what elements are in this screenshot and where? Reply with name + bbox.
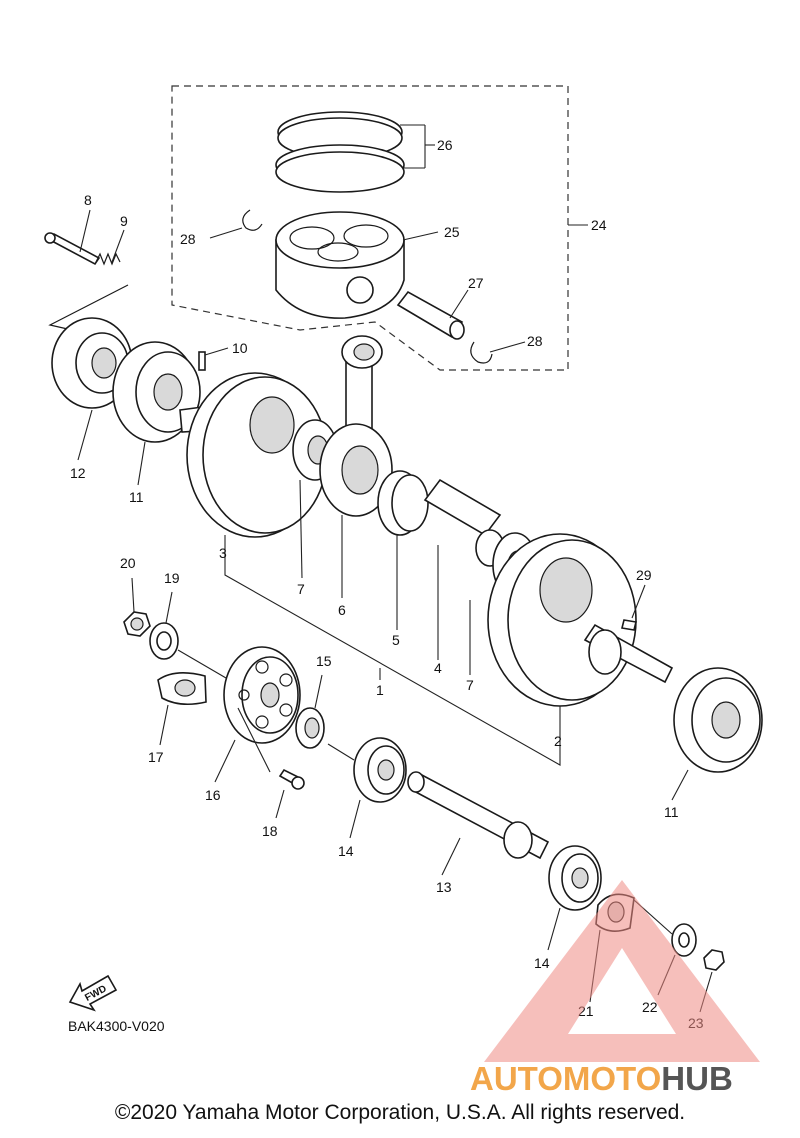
nut-lower <box>703 949 725 971</box>
balancer-gear <box>214 646 301 783</box>
piston-kit-boundary <box>171 85 569 371</box>
callout-2: 2 <box>554 733 562 749</box>
balancer-bearing-lower <box>547 845 602 951</box>
callout-1: 1 <box>376 682 384 698</box>
circlip-right <box>470 341 493 364</box>
copyright-notice: ©2020 Yamaha Motor Corporation, U.S.A. A… <box>114 1101 686 1124</box>
piston-pin <box>396 289 469 340</box>
callout-11-right: 11 <box>664 804 679 820</box>
callout-7-right: 7 <box>466 677 474 693</box>
callout-19: 19 <box>164 570 180 586</box>
callout-27: 27 <box>468 275 484 291</box>
diagram-code: BAK4300-V020 <box>68 1018 165 1034</box>
callout-14-lower: 14 <box>534 955 550 971</box>
callout-13: 13 <box>436 879 452 895</box>
connecting-rod <box>319 335 393 598</box>
watermark-text-a: AUTOMOTO <box>470 1060 661 1097</box>
callout-6: 6 <box>338 602 346 618</box>
callout-12: 12 <box>70 465 86 481</box>
circlip-left <box>242 209 263 231</box>
crank-web-left <box>179 372 328 545</box>
callout-16: 16 <box>205 787 221 803</box>
callout-3: 3 <box>219 545 227 561</box>
balancer-weight <box>157 649 239 746</box>
nut-and-washer <box>123 577 179 660</box>
main-bearing-right <box>671 667 763 801</box>
callout-7-left: 7 <box>297 581 305 597</box>
forward-direction-arrow: FWD <box>68 974 118 1012</box>
callout-5: 5 <box>392 632 400 648</box>
callout-28-left: 28 <box>180 231 196 247</box>
callout-24: 24 <box>591 217 607 233</box>
callout-9: 9 <box>120 213 128 229</box>
svg-text:AUTOMOTOHUB: AUTOMOTOHUB <box>470 1060 733 1097</box>
callout-22: 22 <box>642 999 658 1015</box>
callout-14-upper: 14 <box>338 843 354 859</box>
callout-15: 15 <box>316 653 332 669</box>
callout-20: 20 <box>120 555 136 571</box>
callout-17: 17 <box>148 749 164 765</box>
callout-18: 18 <box>262 823 278 839</box>
needle-bearing <box>377 470 429 630</box>
callout-28-right: 28 <box>527 333 543 349</box>
woodruff-key <box>621 619 637 631</box>
callout-11-left: 11 <box>129 489 144 505</box>
pin-and-spring <box>44 209 129 336</box>
watermark-text-b: HUB <box>661 1060 733 1097</box>
callout-29: 29 <box>636 567 652 583</box>
crank-web-right <box>487 533 674 732</box>
balancer-bearing-upper <box>327 737 407 839</box>
callout-25: 25 <box>444 224 460 240</box>
automotohub-watermark-logo: AUTOMOTOHUB <box>470 880 760 1097</box>
callout-10: 10 <box>232 340 248 356</box>
callout-8: 8 <box>84 192 92 208</box>
callout-4: 4 <box>434 660 442 676</box>
callout-26: 26 <box>437 137 453 153</box>
piston-rings <box>275 111 435 193</box>
dowel-pin <box>198 351 206 371</box>
piston <box>275 211 439 319</box>
crankshaft-assembly-bracket <box>224 545 561 766</box>
balancer-shaft <box>407 771 550 876</box>
